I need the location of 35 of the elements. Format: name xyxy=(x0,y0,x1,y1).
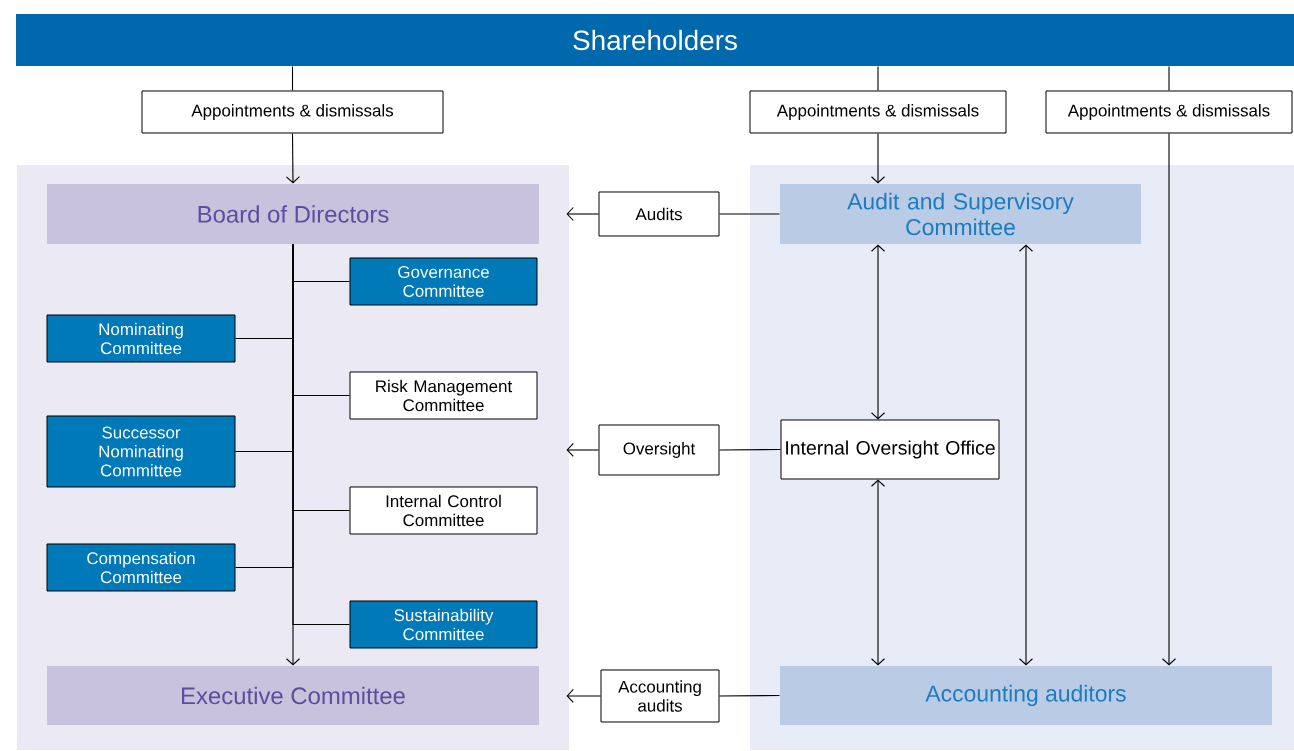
committee-box: Nominating Committee xyxy=(46,314,236,363)
label-box: Appointments & dismissals xyxy=(1045,90,1293,134)
label-box: Appointments & dismissals xyxy=(749,90,1007,134)
committee-box: Successor Nominating Committee xyxy=(46,415,236,488)
connector-line xyxy=(718,694,781,697)
org-box: Internal Oversight Office xyxy=(780,419,1000,480)
committee-box: Compensation Committee xyxy=(46,543,236,592)
connector-line xyxy=(291,65,294,92)
committee-box: Risk Management Committee xyxy=(349,371,538,420)
arrow xyxy=(1018,244,1034,666)
arrow xyxy=(566,206,600,222)
label-box: Oversight xyxy=(598,424,720,476)
connector-line xyxy=(877,65,879,92)
committee-box: Governance Committee xyxy=(349,257,538,306)
arrow xyxy=(870,479,886,666)
label-box: Accounting audits xyxy=(600,669,720,723)
header-band: Shareholders xyxy=(16,14,1294,66)
arrow xyxy=(285,132,300,184)
arrow xyxy=(566,688,602,704)
connector-line xyxy=(1168,65,1170,92)
org-box: Audit and Supervisory Committee xyxy=(780,184,1141,244)
connector-line xyxy=(292,243,351,626)
arrow xyxy=(870,132,886,184)
label-box: Appointments & dismissals xyxy=(141,90,444,134)
org-box: Accounting auditors xyxy=(780,666,1272,725)
connector-line xyxy=(718,213,781,215)
arrow xyxy=(1161,132,1177,666)
committee-box: Internal Control Committee xyxy=(349,486,538,535)
org-box: Board of Directors xyxy=(47,184,539,244)
connector-line xyxy=(718,448,782,451)
org-box: Executive Committee xyxy=(47,666,539,725)
label-box: Audits xyxy=(598,191,720,237)
arrow xyxy=(566,442,600,458)
committee-box: Sustainability Committee xyxy=(349,600,538,649)
arrow xyxy=(870,244,886,420)
